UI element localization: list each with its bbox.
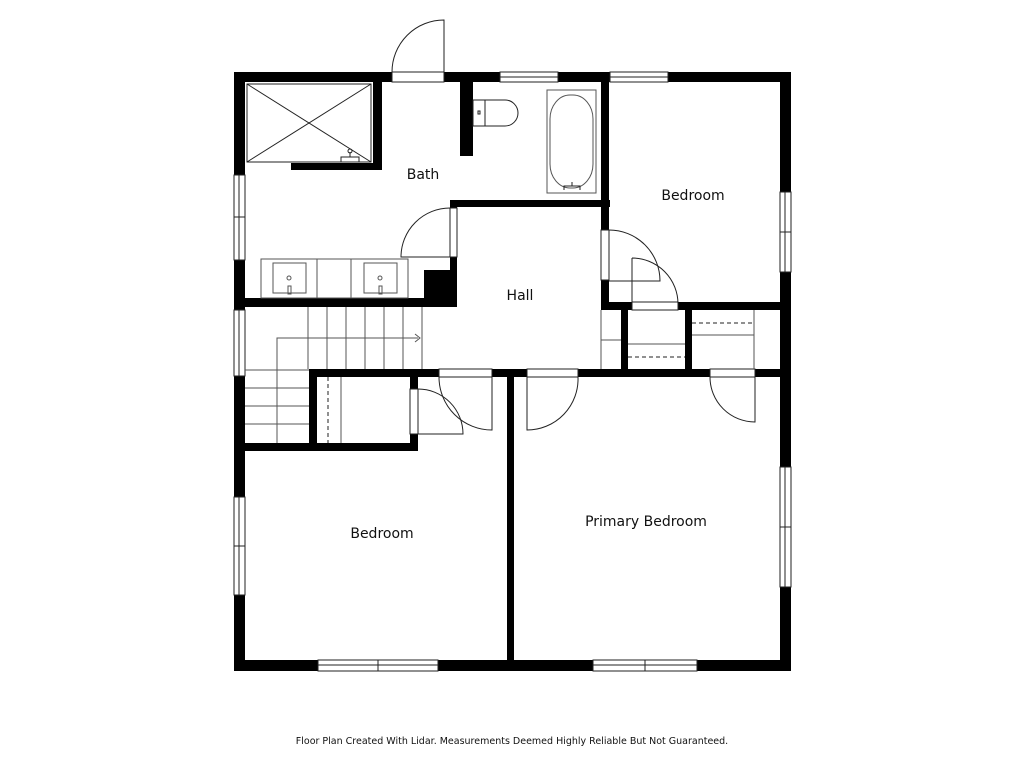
shower-icon (246, 83, 372, 163)
toilet-icon (472, 99, 519, 127)
stairs-icon (245, 307, 423, 443)
doors (391, 19, 756, 435)
closet-shelves (327, 310, 755, 443)
room-label-primary-bedroom: Primary Bedroom (585, 514, 707, 530)
room-label-hall: Hall (506, 288, 534, 304)
double-vanity-icon (260, 258, 409, 299)
room-label-bedroom-sw: Bedroom (350, 526, 414, 542)
bathtub-icon (546, 89, 597, 194)
disclaimer-footer: Floor Plan Created With Lidar. Measureme… (295, 736, 729, 747)
room-label-bath: Bath (406, 167, 440, 183)
interior-walls (245, 82, 780, 661)
room-label-bedroom-ne: Bedroom (661, 188, 725, 204)
windows (233, 71, 792, 672)
